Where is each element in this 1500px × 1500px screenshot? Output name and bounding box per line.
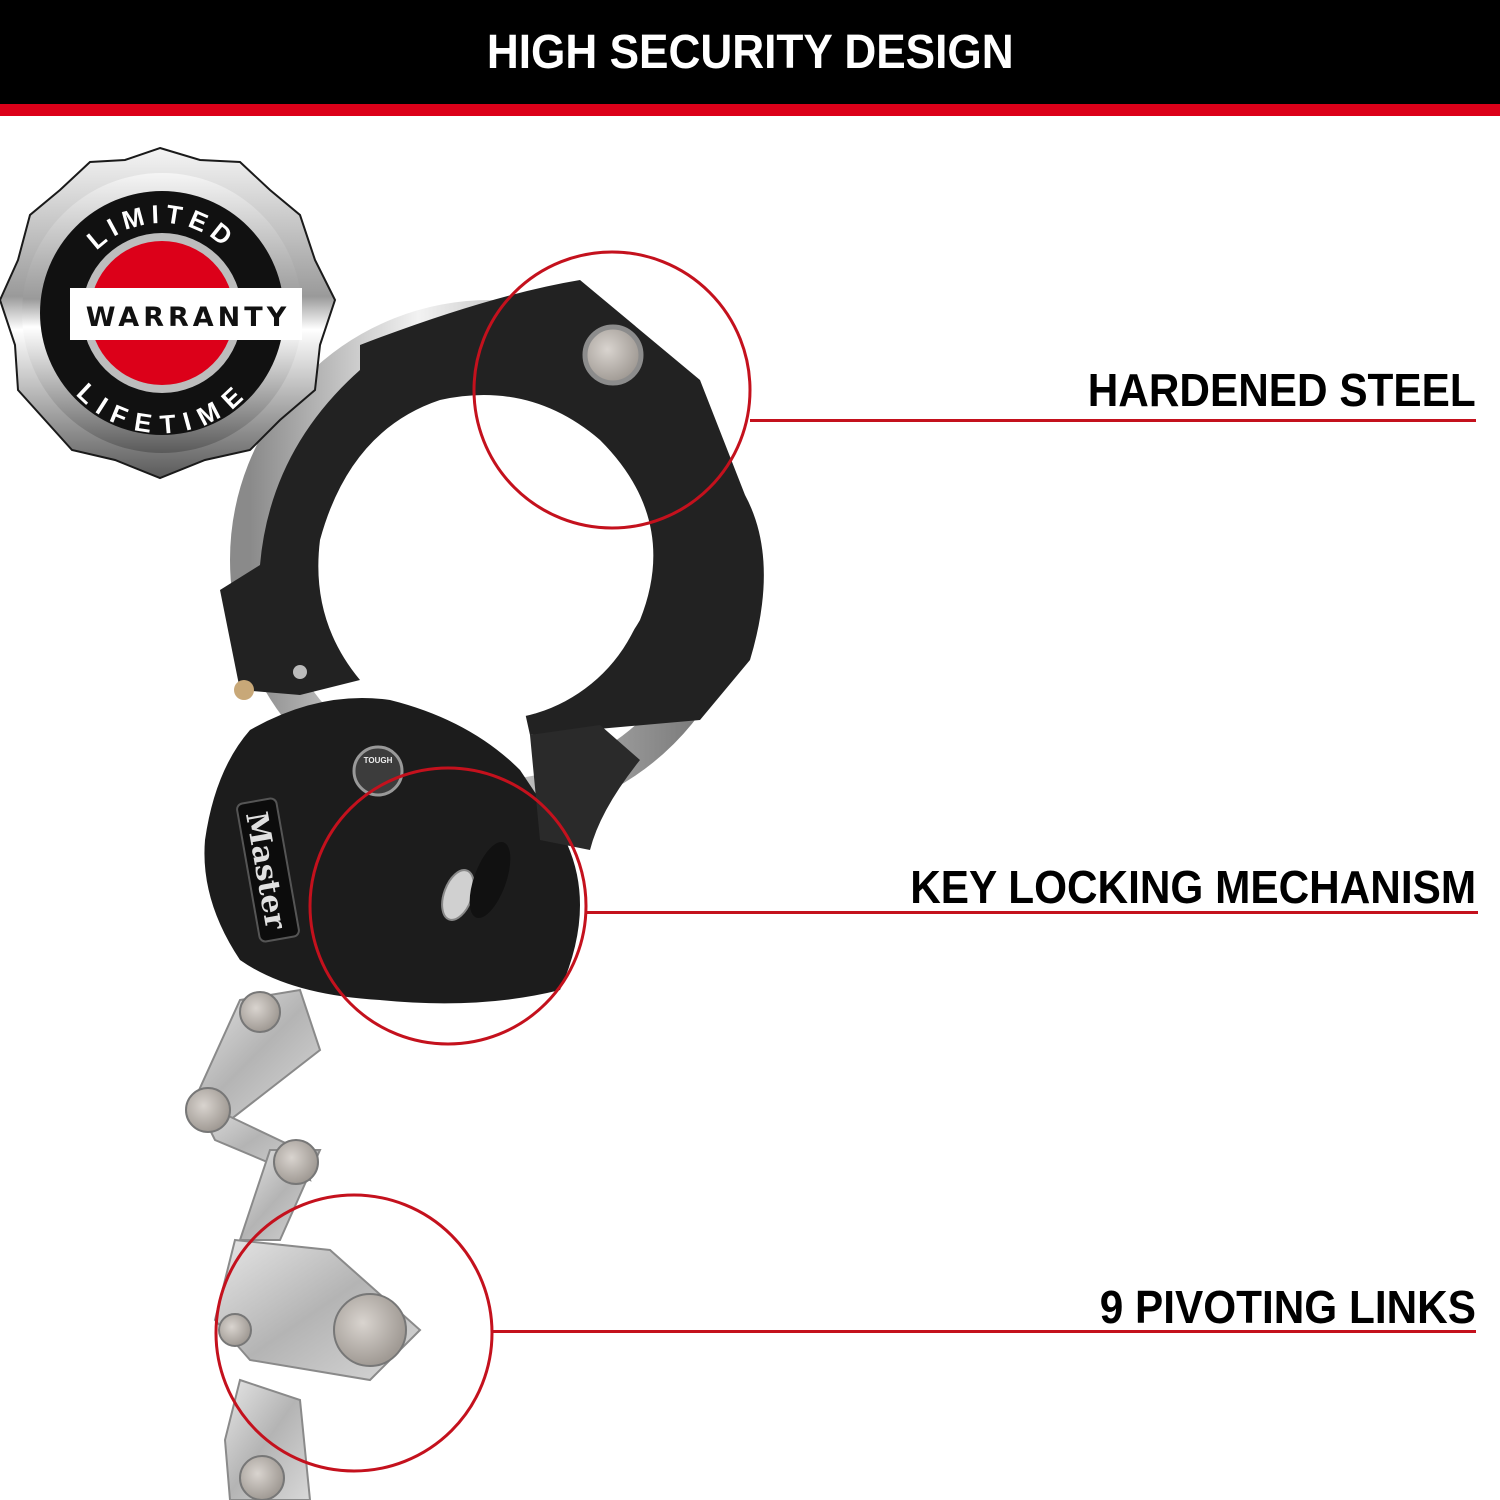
callout-circle-hardened-steel: [472, 250, 752, 530]
svg-text:TOUGH: TOUGH: [364, 756, 393, 765]
page-title: HIGH SECURITY DESIGN: [486, 25, 1014, 79]
callout-circle-pivoting-links: [214, 1193, 494, 1473]
header-banner: HIGH SECURITY DESIGN: [0, 0, 1500, 104]
chain-links: [185, 988, 422, 1500]
callout-label-key-locking-mechanism: KEY LOCKING MECHANISM: [910, 861, 1476, 913]
key-cylinder: [441, 842, 511, 921]
callout-line-pivoting-links: [492, 1330, 1476, 1333]
callout-label-hardened-steel: HARDENED STEEL: [1088, 364, 1476, 416]
callout-line-hardened-steel: [750, 419, 1476, 422]
tough-seal: TOUGH: [352, 745, 404, 797]
callout-line-key-locking-mechanism: [586, 911, 1478, 914]
callout-circle-key-locking: [308, 766, 588, 1046]
red-accent-stripe: [0, 104, 1500, 116]
warranty-badge: LIMITED LIFETIME WARRANTY: [0, 146, 337, 480]
svg-text:WARRANTY: WARRANTY: [86, 302, 291, 333]
callout-label-pivoting-links: 9 PIVOTING LINKS: [1099, 1281, 1476, 1333]
